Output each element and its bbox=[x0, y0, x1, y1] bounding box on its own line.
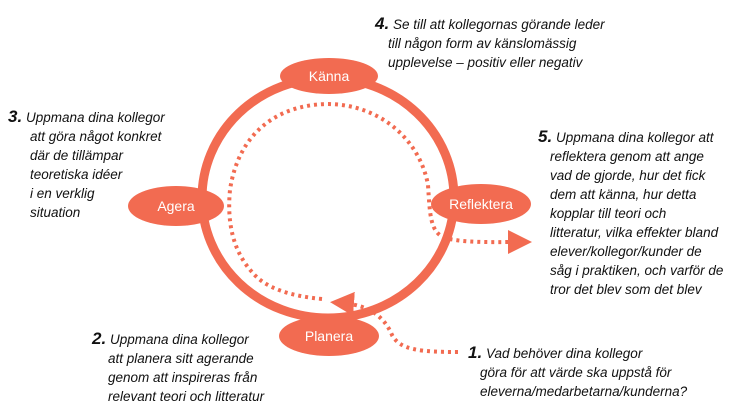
step-line: till någon form av känslomässig bbox=[388, 36, 577, 51]
node-planera-shape bbox=[279, 316, 379, 356]
node-reflektera: Reflektera bbox=[449, 196, 513, 212]
step-line: teoretiska idéer bbox=[30, 167, 123, 182]
step-2-text: 2. Uppmana dina kollegor att planera sit… bbox=[92, 329, 264, 406]
step-line: Vad behöver dina kollegor bbox=[485, 346, 643, 361]
step-line: kopplar till teori och bbox=[550, 206, 667, 221]
step-line: situation bbox=[30, 205, 81, 220]
step-line: reflektera genom att ange bbox=[550, 149, 704, 164]
step-number: 2. bbox=[92, 329, 107, 348]
step-line: såg i praktiken, och varför de bbox=[550, 263, 724, 278]
step-3-text: 3. Uppmana dina kollegor att göra något … bbox=[8, 107, 165, 222]
step-number: 4. bbox=[375, 14, 390, 33]
step-line: där de tillämpar bbox=[30, 148, 124, 163]
cycle-ring bbox=[197, 73, 459, 323]
step-1-text: 1. Vad behöver dina kollegor göra för at… bbox=[468, 343, 687, 401]
step-line: Se till att kollegornas görande leder bbox=[392, 17, 605, 32]
node-agera-shape bbox=[128, 186, 224, 226]
step-number: 3. bbox=[8, 107, 23, 126]
step-line: genom att inspireras från bbox=[108, 370, 258, 385]
step-line: göra för att värde ska uppstå för bbox=[480, 365, 672, 380]
step-line: dem att känna, hur detta bbox=[550, 187, 697, 202]
step-line: Uppmana dina kollegor bbox=[25, 110, 165, 125]
step-line: relevant teori och litteratur bbox=[108, 389, 265, 404]
node-agera: Agera bbox=[157, 198, 195, 214]
step-4-text: 4. Se till att kollegornas görande leder… bbox=[375, 14, 605, 72]
step-line: eleverna/medarbetarna/kunderna? bbox=[480, 384, 688, 399]
step-line: upplevelse – positiv eller negativ bbox=[388, 55, 583, 70]
node-reflektera-shape bbox=[431, 184, 531, 224]
step-line: att planera sitt agerande bbox=[108, 351, 254, 366]
step-line: tror det blev som det blev bbox=[550, 282, 702, 297]
step-line: att göra något konkret bbox=[30, 129, 162, 144]
step-line: elever/kollegor/kunder de bbox=[550, 244, 702, 259]
step-line: Uppmana dina kollegor att bbox=[555, 130, 714, 145]
step-number: 1. bbox=[468, 343, 483, 362]
dotted-arrow-start bbox=[330, 291, 459, 354]
node-kanna: Känna bbox=[308, 68, 350, 84]
node-planera: Planera bbox=[304, 328, 354, 344]
dotted-arrow-loop bbox=[227, 101, 532, 301]
node-kanna-shape bbox=[280, 58, 378, 94]
step-line: litteratur, vilka effekter bland bbox=[550, 225, 719, 240]
step-line: vad de gjorde, hur det fick bbox=[550, 168, 706, 183]
step-line: i en verklig bbox=[30, 186, 95, 201]
step-number: 5. bbox=[538, 127, 553, 146]
step-line: Uppmana dina kollegor bbox=[109, 332, 249, 347]
step-5-text: 5. Uppmana dina kollegor att reflektera … bbox=[538, 127, 723, 299]
